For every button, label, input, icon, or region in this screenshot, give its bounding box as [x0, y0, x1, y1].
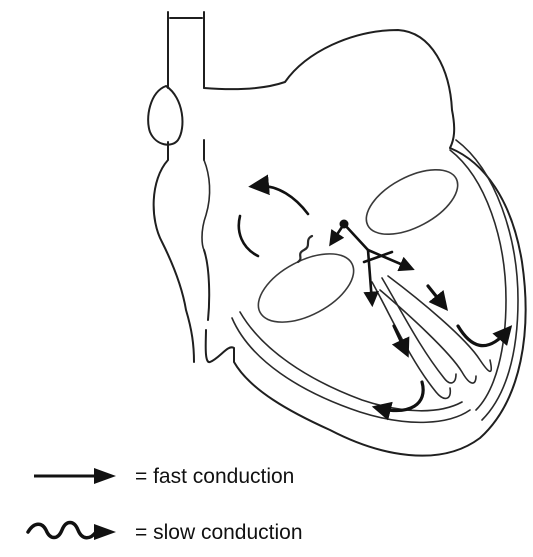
legend-slow-label: = slow conduction: [135, 521, 303, 544]
vena-cava: [168, 12, 204, 88]
sa-node: [148, 86, 182, 145]
atrial-reentry-loop: [239, 186, 312, 262]
legend-slow: = slow conduction: [28, 521, 303, 544]
mitral-valve: [356, 156, 468, 247]
heart-outline: [204, 30, 526, 456]
straight-arrow-icon: [34, 468, 116, 484]
legend: = fast conduction = slow conduction: [28, 465, 303, 544]
legend-fast: = fast conduction: [34, 465, 294, 488]
inferior-vena-cava: [154, 140, 210, 362]
fast-conduction-arrows: [332, 224, 508, 410]
atrial-boundary: [202, 160, 210, 250]
legend-fast-label: = fast conduction: [135, 465, 294, 488]
wavy-arrow-icon: [28, 523, 116, 541]
tricuspid-valve: [247, 240, 364, 337]
